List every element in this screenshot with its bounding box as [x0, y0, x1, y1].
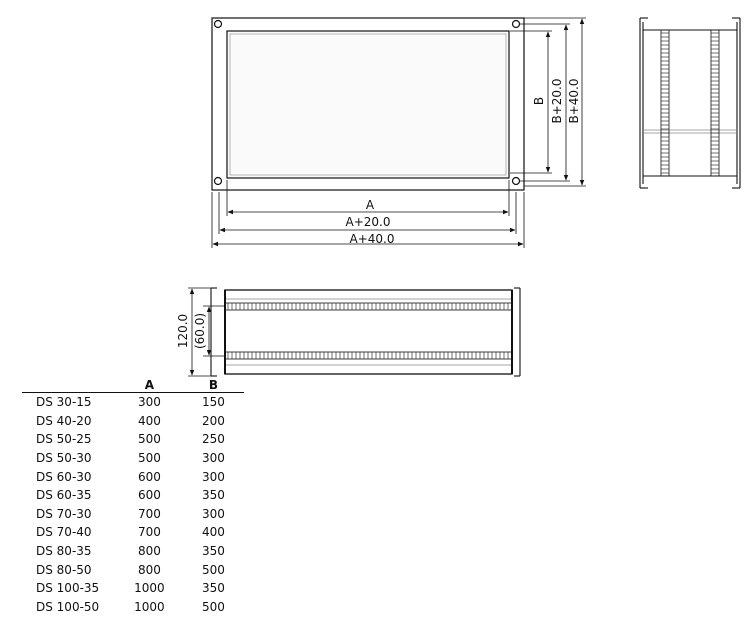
cell-b: 500	[202, 562, 225, 577]
cell-name: DS 50-25	[36, 432, 92, 447]
table-row: DS 70-30 700 300	[22, 505, 244, 524]
cell-b: 350	[202, 544, 225, 559]
table-row: DS 60-30 600 300	[22, 467, 244, 486]
right-side-view	[639, 17, 741, 189]
table-row: DS 80-35 800 350	[22, 542, 244, 561]
cell-name: DS 100-50	[36, 599, 100, 614]
cell-a: 1000	[134, 581, 165, 596]
bottom-view-dimensions	[188, 287, 225, 377]
cell-b: 400	[202, 525, 225, 540]
cell-name: DS 60-30	[36, 469, 92, 484]
cell-b: 300	[202, 451, 225, 466]
bolt-hole	[511, 176, 521, 186]
header-model	[22, 377, 116, 393]
pleat-strip	[710, 29, 720, 177]
cell-name: DS 100-35	[36, 581, 100, 596]
dim-b-plus-20-label: B+20.0	[550, 78, 564, 123]
header-a: A	[144, 378, 155, 392]
cell-a: 500	[137, 432, 161, 447]
dim-b-plus-40-label: B+40.0	[567, 78, 581, 123]
cell-a: 800	[137, 562, 161, 577]
cell-b: 300	[202, 469, 225, 484]
table-row: DS 100-35 1000 350	[22, 579, 244, 598]
cell-name: DS 30-15	[36, 395, 92, 410]
outer-flange	[211, 17, 525, 191]
bolt-hole	[213, 176, 223, 186]
cell-a: 600	[137, 488, 161, 503]
table-row: DS 100-50 1000 500	[22, 598, 244, 617]
inner-opening	[226, 30, 510, 179]
front-view	[211, 17, 525, 191]
cell-b: 150	[202, 395, 225, 410]
cell-b: 350	[202, 581, 225, 596]
table-row: DS 40-20 400 200	[22, 412, 244, 431]
cell-a: 400	[137, 413, 161, 428]
dim-a-plus-40-label: A+40.0	[350, 232, 395, 246]
cell-name: DS 50-30	[36, 451, 92, 466]
cell-a: 1000	[134, 599, 165, 614]
cell-b: 300	[202, 506, 225, 521]
dim-a-label: A	[366, 198, 375, 212]
dim-60-label: (60.0)	[193, 313, 207, 349]
bolt-hole	[511, 19, 521, 29]
cell-a: 800	[137, 544, 161, 559]
table-row: DS 30-15 300 150	[22, 393, 244, 412]
cell-a: 700	[137, 506, 161, 521]
bolt-hole	[213, 19, 223, 29]
bottom-view-pleats	[227, 303, 509, 359]
table-row: DS 70-40 700 400	[22, 523, 244, 542]
header-b: B	[208, 378, 219, 392]
dim-b-label: B	[532, 97, 546, 105]
bottom-view	[210, 287, 521, 377]
table-header-row: A B	[22, 377, 244, 393]
cell-b: 350	[202, 488, 225, 503]
cell-name: DS 70-30	[36, 506, 92, 521]
cell-a: 300	[137, 395, 161, 410]
cell-name: DS 70-40	[36, 525, 92, 540]
table-row: DS 60-35 600 350	[22, 486, 244, 505]
cell-name: DS 40-20	[36, 413, 92, 428]
cell-name: DS 80-35	[36, 544, 92, 559]
table-row: DS 50-30 500 300	[22, 449, 244, 468]
cell-b: 200	[202, 413, 225, 428]
cell-b: 500	[202, 599, 225, 614]
table-row: DS 80-50 800 500	[22, 560, 244, 579]
dimension-table: A B DS 30-15 300 150 DS 40-20 400 200 DS 50-25…	[22, 377, 244, 616]
dim-120-label: 120.0	[176, 314, 190, 348]
cell-a: 700	[137, 525, 161, 540]
pleat-strip	[660, 29, 670, 177]
dim-a-plus-20-label: A+20.0	[346, 215, 391, 229]
cell-name: DS 80-50	[36, 562, 92, 577]
cell-a: 500	[137, 451, 161, 466]
cell-name: DS 60-35	[36, 488, 92, 503]
cell-a: 600	[137, 469, 161, 484]
horizontal-dimensions	[211, 180, 525, 248]
vertical-dimensions	[510, 17, 586, 187]
table-row: DS 50-25 500 250	[22, 430, 244, 449]
right-side-pleats	[661, 32, 719, 174]
cell-b: 250	[202, 432, 225, 447]
